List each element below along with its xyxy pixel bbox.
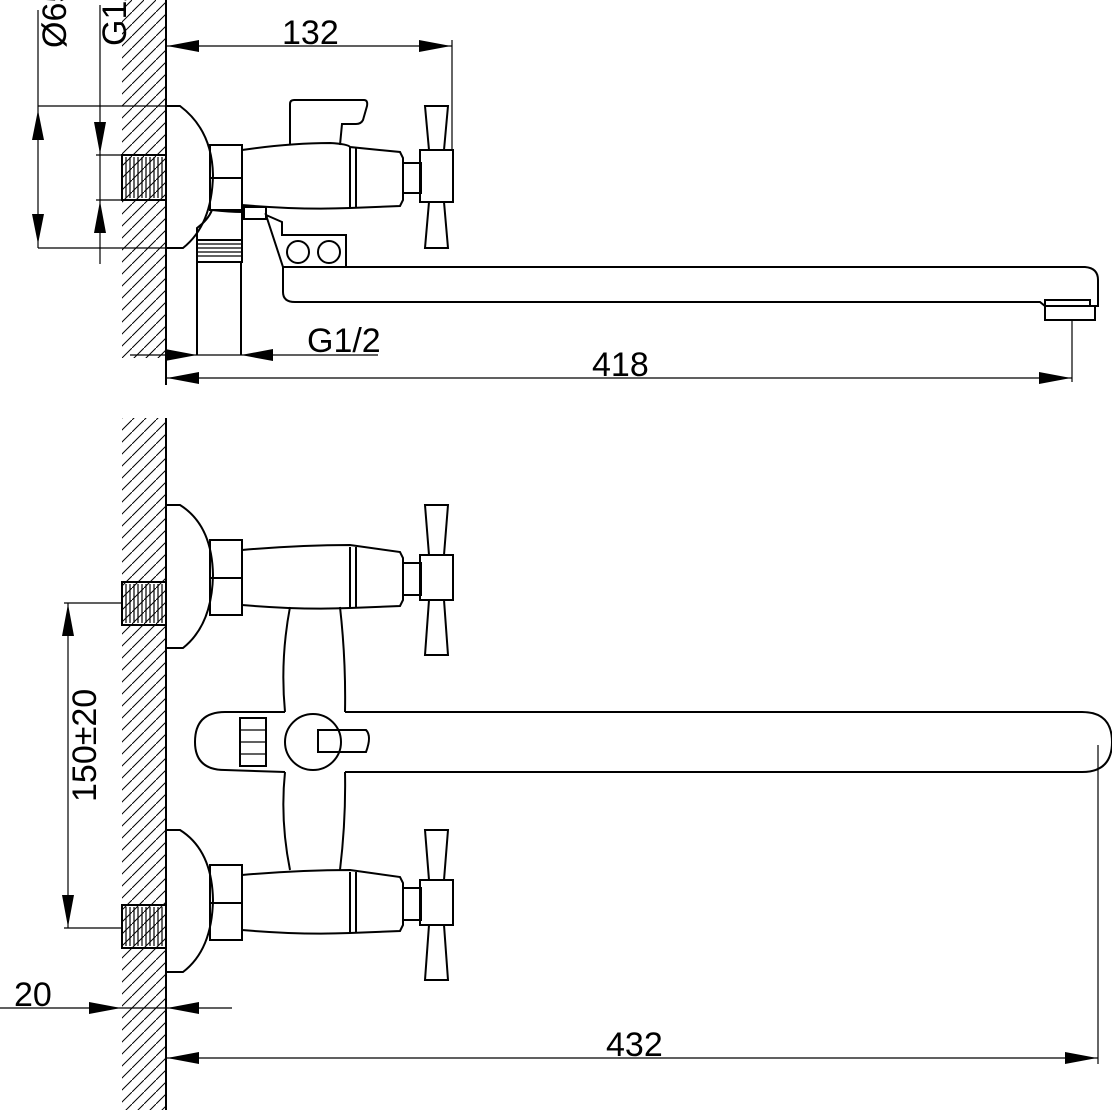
dim-spout-reach-label: 418 bbox=[592, 346, 649, 384]
dim-wall-offset: 20 bbox=[0, 976, 232, 1014]
mixer-body bbox=[282, 606, 347, 871]
dim-center-distance: 150±20 bbox=[62, 602, 122, 929]
diverter-knob bbox=[284, 713, 342, 771]
escutcheon-lower bbox=[166, 829, 215, 973]
valve-body bbox=[241, 141, 404, 210]
diverter-lever bbox=[317, 729, 370, 753]
cross-handle-upper-icon bbox=[419, 504, 454, 656]
dim-outlet-thread: G1/2 bbox=[130, 322, 381, 361]
dim-depth: 132 bbox=[166, 14, 453, 150]
stem bbox=[402, 162, 422, 194]
wall-front-view bbox=[122, 418, 167, 1110]
dim-diameter-label: Ø65 bbox=[36, 0, 74, 48]
dim-wall-thread-label: G1/2 bbox=[96, 0, 134, 46]
diverter-pin bbox=[243, 206, 267, 220]
dim-wall-offset-label: 20 bbox=[14, 976, 52, 1014]
cross-handle-icon bbox=[419, 105, 454, 249]
dim-total-length-label: 432 bbox=[606, 1026, 663, 1064]
faucet-top-view bbox=[121, 99, 1099, 355]
outlet-body bbox=[196, 209, 243, 241]
dim-center-distance-label: 150±20 bbox=[66, 689, 104, 802]
escutcheon bbox=[166, 105, 215, 249]
dim-total-length: 432 bbox=[166, 745, 1099, 1064]
faucet-front-view bbox=[121, 504, 1112, 981]
wall-top-view bbox=[122, 0, 167, 385]
diverter-cap bbox=[193, 711, 286, 773]
dim-diameter: Ø65 bbox=[32, 0, 180, 249]
escutcheon-upper bbox=[166, 504, 215, 649]
wall-thread bbox=[121, 154, 167, 201]
aerator bbox=[1044, 305, 1096, 321]
dim-spout-reach: 418 bbox=[166, 320, 1073, 384]
dim-outlet-thread-label: G1/2 bbox=[307, 322, 381, 360]
lever-handle bbox=[289, 99, 369, 146]
spout bbox=[282, 266, 1099, 309]
spout bbox=[345, 711, 1112, 773]
dim-depth-label: 132 bbox=[282, 14, 339, 52]
wall-thread-lower bbox=[121, 904, 167, 949]
cross-handle-lower-icon bbox=[419, 829, 454, 981]
outlet-thread bbox=[196, 239, 243, 263]
dim-wall-thread: G1/2 bbox=[94, 0, 134, 264]
